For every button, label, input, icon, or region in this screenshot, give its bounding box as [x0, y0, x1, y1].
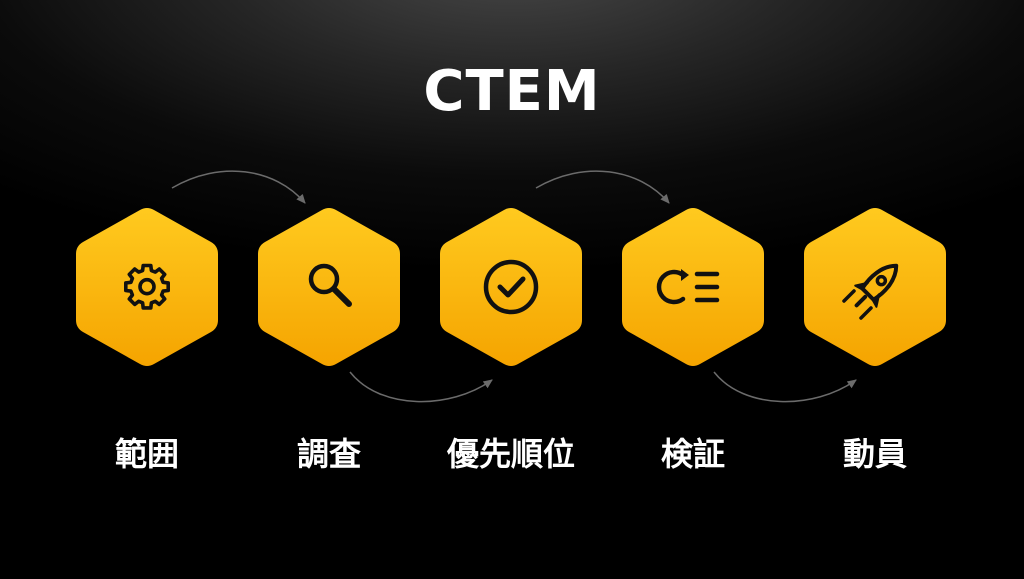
step-3-label: 優先順位 [446, 435, 575, 473]
connector-arrow-2-3 [349, 371, 493, 403]
step-4-label: 検証 [660, 435, 725, 473]
step-1-label: 範囲 [114, 435, 179, 473]
connector-arrow-4-5 [713, 371, 857, 403]
step-5-hexagon [804, 208, 946, 366]
connector-arrow-1-2 [171, 170, 306, 204]
step-2-label: 調査 [296, 435, 361, 473]
refresh-list-icon [656, 269, 720, 305]
step-4-hexagon [622, 208, 764, 366]
step-1-hexagon [76, 208, 218, 366]
step-5-label: 動員 [842, 435, 907, 473]
connector-arrow-3-4 [535, 170, 670, 204]
rocket-icon [842, 263, 899, 320]
gear-icon [124, 263, 170, 310]
check-circle-icon [483, 259, 539, 315]
step-2-hexagon [258, 208, 400, 366]
diagram-title: CTEM [423, 59, 601, 124]
step-3-hexagon [440, 208, 582, 366]
magnifier-icon [308, 263, 352, 307]
